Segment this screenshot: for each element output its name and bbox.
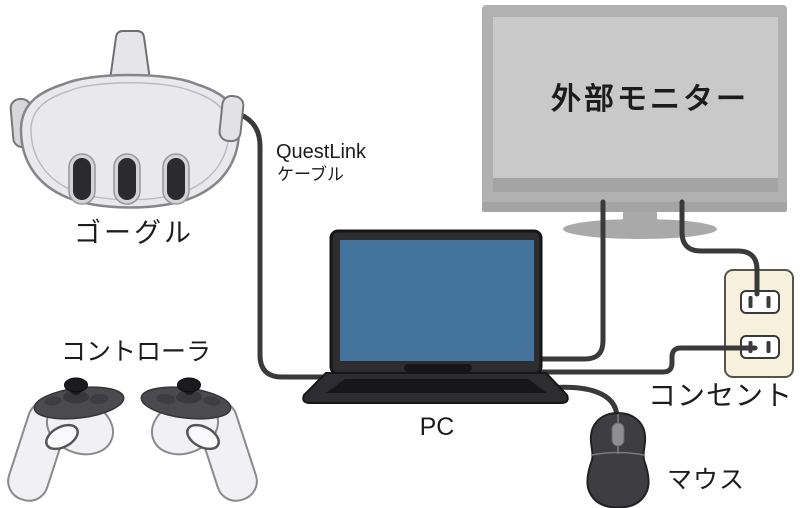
controller-button: [89, 393, 109, 405]
monitor-stand-base: [563, 219, 717, 239]
monitor-label: 外部モニター: [551, 83, 749, 116]
mouse-label: マウス: [667, 466, 746, 494]
joystick-base: [63, 390, 89, 404]
mouse-button-split: [591, 414, 645, 456]
mouse: [586, 411, 650, 508]
outlet-slot: [748, 296, 753, 308]
outlet-socket-top: [740, 290, 780, 314]
laptop-keyboard: [326, 379, 547, 393]
left-controller: [7, 377, 125, 502]
outlet-label: コンセント: [648, 380, 794, 411]
controller-button: [44, 396, 62, 406]
mouse-scroll-wheel: [611, 422, 625, 447]
controllers-label: コントローラ: [60, 338, 211, 366]
monitor-video-cable: [535, 199, 606, 362]
cables: [227, 108, 760, 421]
outlet-slot: [766, 341, 771, 353]
headset-right-arm: [218, 94, 245, 143]
questlink-label: QuestLink: [276, 141, 367, 163]
questlink-cable: [227, 108, 345, 380]
joystick-knob: [64, 377, 88, 393]
external-monitor: [482, 5, 787, 239]
pc-laptop: [302, 229, 569, 404]
monitor-power-cable: [679, 199, 760, 297]
camera-pill: [73, 158, 91, 200]
pc-power-cable: [535, 345, 758, 375]
monitor-screen: [493, 17, 778, 178]
monitor-lower-band: [493, 178, 778, 192]
vr-headset: [9, 30, 245, 209]
headset-label: ゴーグル: [74, 218, 194, 248]
cable-label: ケーブル: [277, 165, 344, 184]
laptop-screen: [340, 240, 534, 361]
headset-top-strap: [108, 30, 152, 81]
outlet-slot: [766, 296, 771, 308]
monitor-bottom-edge: [482, 202, 787, 212]
camera-pill: [167, 158, 185, 200]
camera-pill: [118, 158, 136, 200]
right-controller: [138, 376, 264, 507]
pc-label: PC: [419, 413, 455, 441]
controller-loop: [45, 423, 79, 451]
laptop-hinge: [404, 364, 472, 372]
